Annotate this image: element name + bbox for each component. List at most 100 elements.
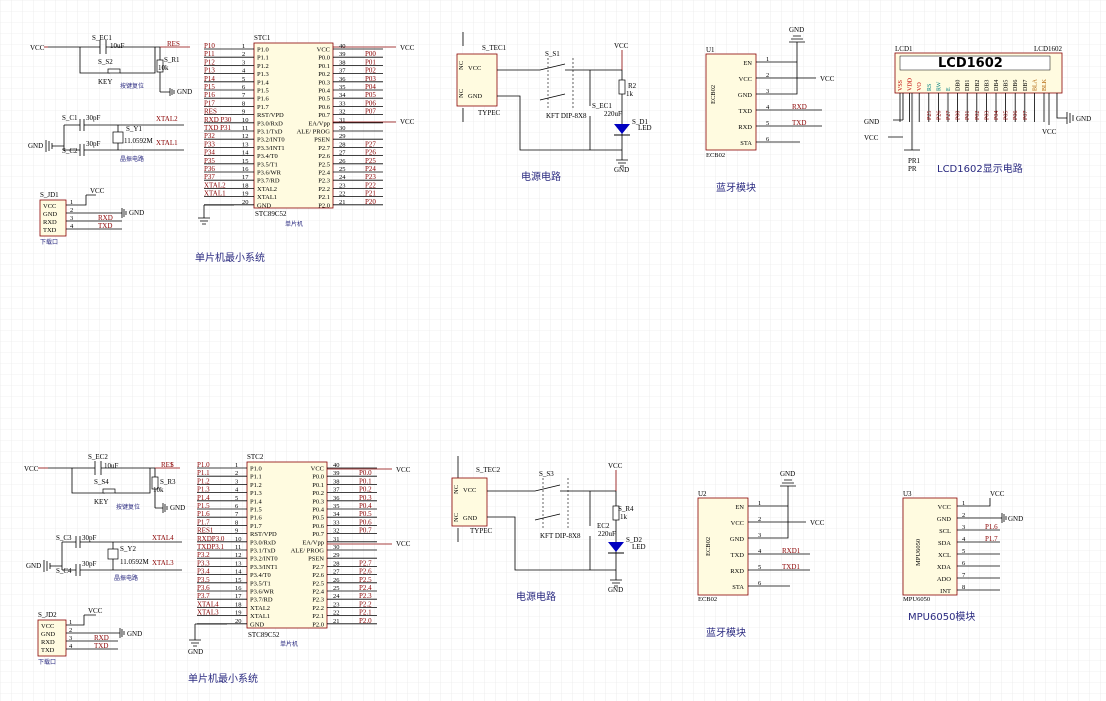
mcu-1[interactable]: STC1 STC89C52 单片机 VCC VCC P1.01P10P1.12P…: [198, 34, 415, 228]
mcu-left-pin-number: 7: [242, 92, 246, 99]
lcd-caption: LCD1602显示电路: [937, 162, 1023, 175]
mpu-pin-number: 5: [962, 548, 965, 555]
mcu-left-pin-number: 6: [242, 84, 246, 91]
lcd-ref: LCD1: [895, 45, 913, 53]
mpu-pin-net: P1.7: [985, 535, 998, 543]
osc2-c2-ref: S_C4: [56, 567, 72, 575]
mcu-right-pin: PSEN: [314, 137, 330, 144]
mpu-ref: U3: [903, 490, 912, 498]
power-resistor-ref: R2: [628, 82, 637, 90]
bt2-rxd1: RXD1: [782, 547, 801, 555]
bluetooth-module-2[interactable]: U2 ECB02 ECB02 GND VCC RXD1 TXD1: [697, 470, 825, 603]
mcu-left-net: RES: [204, 108, 217, 116]
lcd-pin-label: RW: [936, 81, 942, 91]
bt2-gnd: GND: [780, 470, 795, 478]
reset-circuit-2[interactable]: VCC S_EC2 10uF S_S4 KEY S_R3 10k RES 1 按…: [24, 453, 185, 513]
download-port-ref: S_JD1: [40, 191, 59, 199]
reset-circuit-1[interactable]: VCC S_EC1 10uF S_S2 KEY S_R1 10k RES 按键复…: [30, 34, 192, 96]
mcu-right-net: P2.2: [359, 600, 372, 608]
mcu-left-pin-number: 17: [235, 593, 242, 600]
bt-pin-number: 4: [758, 548, 762, 555]
usb-pin-gnd: GND: [468, 93, 482, 100]
mcu2-ea-vcc: VCC: [396, 540, 411, 548]
dl-num-1: 1: [70, 199, 73, 206]
power2-resistor-ref: S_R4: [618, 505, 634, 513]
mcu-right-pin-number: 37: [333, 487, 340, 494]
mcu-right-net: P01: [365, 58, 376, 66]
dl-pin-rxd: RXD: [43, 219, 57, 226]
usb2-pin-gnd: GND: [463, 515, 477, 522]
mpu-pin-label: VCC: [938, 504, 951, 511]
mcu-sub: 单片机: [285, 220, 303, 228]
mcu-left-pin-number: 10: [235, 536, 242, 543]
download-port-1[interactable]: S_JD1 VCC GND RXD TXD 1 2 3 4 VCC RXD TX…: [39, 187, 144, 246]
mcu-right-pin: P2.2: [318, 186, 330, 193]
bt2-vcc: VCC: [810, 519, 825, 527]
mcu2-vcc: VCC: [396, 466, 411, 474]
dl2-gnd: GND: [127, 630, 142, 638]
mcu-right-net: P25: [365, 157, 376, 165]
power2-switch-type: KFT DIP-8X8: [540, 532, 581, 540]
reset-note: 按键复位: [120, 82, 144, 90]
dl-txd-net: TXD: [98, 222, 112, 230]
power-circuit-1[interactable]: S_TEC1 VCC GND NC NC TYPEC S_S1 KFT DIP-…: [456, 32, 652, 174]
mcu-left-pin: RST/VPD: [250, 531, 277, 538]
lcd-pin-net: P25: [927, 111, 933, 120]
mcu-right-net: P2.7: [359, 559, 372, 567]
dl-pin-gnd: GND: [43, 211, 57, 218]
mcu-right-pin-number: 22: [333, 610, 340, 617]
reset-switch-value: KEY: [98, 78, 112, 86]
mcu-left-pin-number: 5: [242, 76, 245, 83]
lcd-pin-label: DB2: [975, 80, 981, 91]
mcu-left-pin-number: 18: [235, 601, 242, 608]
mcu-left-pin-number: 2: [242, 51, 245, 58]
mcu-right-pin: P0.4: [318, 88, 330, 95]
reset2-switch-ref: S_S4: [94, 478, 109, 486]
mpu-caption: MPU6050模块: [908, 611, 975, 623]
mcu-right-pin-number: 40: [339, 43, 346, 50]
mcu-left-pin: P3.4/T0: [250, 572, 271, 579]
mcu-right-pin: P2.6: [318, 153, 330, 160]
reset2-res-suffix: 1: [170, 461, 174, 469]
xtal3-net: XTAL3: [152, 559, 174, 567]
mcu-left-net: P15: [204, 83, 215, 91]
mcu-left-pin: P1.7: [250, 523, 262, 530]
mcu-right-pin: P0.3: [312, 498, 324, 505]
mcu-right-pin-number: 32: [333, 528, 340, 535]
lcd-pin-net: P02: [975, 111, 981, 120]
dl-pin-vcc: VCC: [43, 203, 56, 210]
mcu-part: STC89C52: [255, 210, 287, 218]
power-switch-type: KFT DIP-8X8: [546, 112, 587, 120]
mcu-right-pin: P0.7: [312, 531, 324, 538]
lcd-pin-label: DB6: [1013, 80, 1019, 91]
mcu-left-pin: P3.7/RD: [250, 597, 273, 604]
mcu-right-pin-number: 39: [339, 51, 346, 58]
power2-caption: 电源电路: [516, 590, 556, 603]
mcu-right-pin-number: 36: [333, 495, 340, 502]
mcu-right-net: P06: [365, 99, 376, 107]
power-circuit-2[interactable]: S_TEC2 VCC GND NC NC TYPEC S_S3 KFT DIP-…: [451, 456, 646, 594]
mcu-right-pin-number: 27: [333, 569, 340, 576]
dl2-vcc: VCC: [88, 607, 103, 615]
mcu-right-pin-number: 28: [339, 141, 346, 148]
mcu-left-pin-number: 12: [242, 133, 249, 140]
download-port-2[interactable]: S_JD2 VCC GND RXD TXD 1 2 3 4 VCC RXD TX…: [37, 607, 142, 666]
bluetooth-module-1[interactable]: U1 ECB02 ECB02 GND VCC RXD TXD: [705, 26, 835, 159]
osc2-crystal-value: 11.0592M: [120, 558, 149, 566]
mcu-2[interactable]: STC2 STC89C52 单片机 GND VCC VCC P1.01P1.0P…: [188, 453, 411, 656]
mcu-left-net: P17: [204, 99, 215, 107]
oscillator-circuit-1[interactable]: GND S_C1 30pF S_C2 30pF S_Y1 11.0592M XT…: [28, 114, 184, 163]
mpu-pin-label: XDA: [937, 564, 951, 571]
mcu-right-pin: EA/Vpp: [302, 539, 324, 546]
bt-vcc-net: VCC: [820, 75, 835, 83]
mcu-left-pin: P1.2: [257, 63, 269, 70]
mcu-right-net: P0.4: [359, 502, 372, 510]
mcu-left-net: P1.1: [197, 469, 210, 477]
mcu-left-pin: P3.0/RxD: [250, 539, 276, 546]
mcu-left-net: P11: [204, 50, 215, 58]
bt-part: ECB02: [706, 152, 725, 159]
oscillator-circuit-2[interactable]: GND S_C3 30pF S_C4 30pF S_Y2 11.0592M XT…: [26, 534, 182, 582]
